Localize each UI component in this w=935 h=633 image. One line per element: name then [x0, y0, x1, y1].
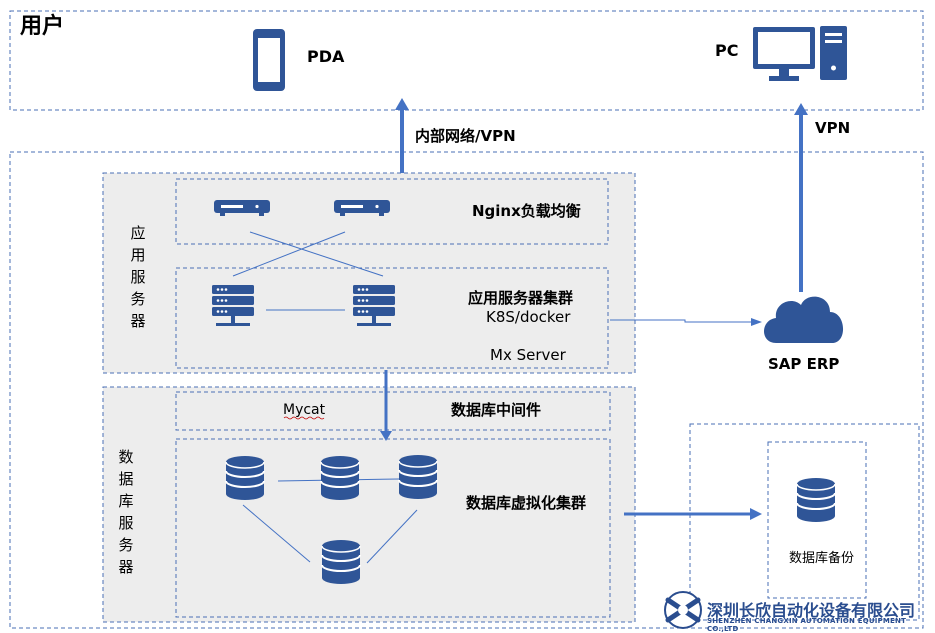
app-cluster-sub: K8S/docker	[486, 308, 571, 326]
database-icon	[320, 455, 360, 501]
db-cluster-label: 数据库虚拟化集群	[466, 494, 587, 512]
mycat-label: Mycat	[283, 402, 326, 418]
spellcheck-underline	[283, 416, 325, 420]
database-icon	[398, 454, 438, 500]
server-zone	[9, 151, 924, 629]
arrow-head	[794, 103, 808, 115]
middleware-box	[175, 391, 611, 431]
company-logo-icon	[664, 591, 702, 629]
arrow-head	[750, 508, 762, 520]
backup-box	[767, 441, 867, 599]
pc-label: PC	[715, 41, 739, 60]
backup-database-icon	[796, 477, 836, 523]
company-name: 深圳长欣自动化设备有限公司	[707, 601, 916, 620]
app-to-sap-arrow	[610, 319, 752, 323]
pda-icon	[253, 29, 285, 91]
backup-label: 数据库备份	[789, 551, 855, 566]
link-line	[242, 504, 311, 563]
link-line	[366, 509, 418, 564]
pc-icon	[753, 26, 847, 81]
arrow-head	[395, 98, 409, 110]
pda-label: PDA	[307, 47, 345, 66]
app-cluster-title: 应用服务器集群	[468, 289, 574, 307]
vpn-label: VPN	[815, 119, 851, 137]
app-server-side-label: 应用服务器	[130, 224, 146, 330]
middleware-label: 数据库中间件	[451, 401, 542, 419]
cloud-icon	[764, 296, 844, 343]
database-icon	[321, 539, 361, 585]
link-line	[232, 231, 346, 277]
user-zone	[9, 10, 924, 111]
arrow-head	[380, 431, 392, 441]
db-server-side-label: 数据库服务器	[118, 448, 134, 576]
database-icon	[225, 455, 265, 501]
mx-server-label: Mx Server	[490, 346, 566, 364]
app-cluster-box	[175, 267, 609, 369]
link-line	[249, 231, 384, 277]
sap-erp-label: SAP ERP	[768, 355, 840, 373]
internal-vpn-label: 内部网络/VPN	[415, 127, 516, 145]
user-zone-title: 用户	[20, 14, 65, 39]
arrow-head	[751, 318, 762, 326]
backup-zone	[689, 423, 920, 621]
company-name-en: SHENZHEN CHANGXIN AUTOMATION EQUIPMENT C…	[707, 617, 907, 633]
nginx-label: Nginx负载均衡	[472, 202, 581, 220]
